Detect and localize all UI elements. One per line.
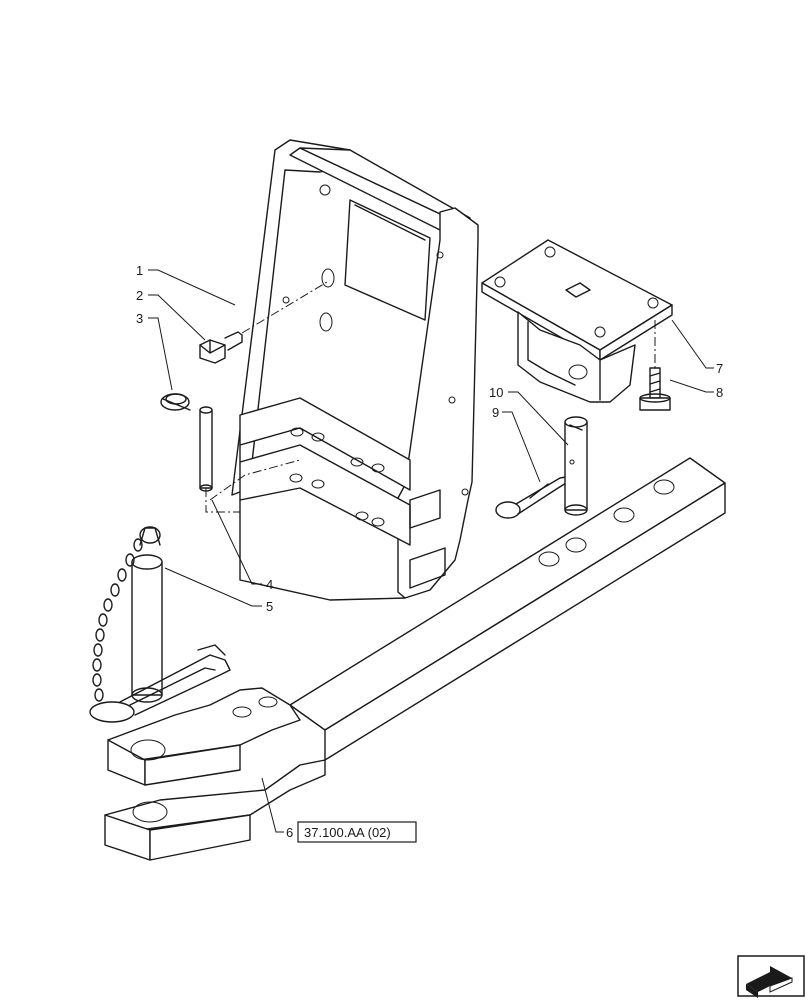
long-pin (199, 406, 213, 492)
callout-5: 5 (266, 599, 273, 614)
callout-2: 2 (136, 288, 143, 303)
callout-10: 10 (489, 385, 503, 400)
pin-10 (564, 416, 588, 516)
leader-lines (148, 269, 714, 833)
reference-link-text[interactable]: 37.100.AA (02) (304, 825, 391, 840)
r-clip (495, 475, 573, 519)
spring-clip (160, 393, 191, 411)
mounting-plate (481, 239, 673, 403)
screw (639, 367, 671, 411)
callout-8: 8 (716, 385, 723, 400)
alignment-lines (205, 281, 656, 513)
callouts: 1 2 3 4 5 6 7 8 9 10 (136, 263, 723, 840)
next-page-arrow-icon[interactable] (737, 955, 805, 998)
callout-1: 1 (136, 263, 143, 278)
drawbar (104, 457, 726, 861)
hitch-frame (231, 139, 479, 601)
callout-7: 7 (716, 361, 723, 376)
chain-pin (89, 526, 231, 723)
callout-3: 3 (136, 311, 143, 326)
callout-9: 9 (492, 405, 499, 420)
hex-bolt (199, 331, 243, 364)
reference-link[interactable]: 37.100.AA (02) (297, 821, 417, 843)
callout-4: 4 (266, 577, 273, 592)
callout-6: 6 (286, 825, 293, 840)
